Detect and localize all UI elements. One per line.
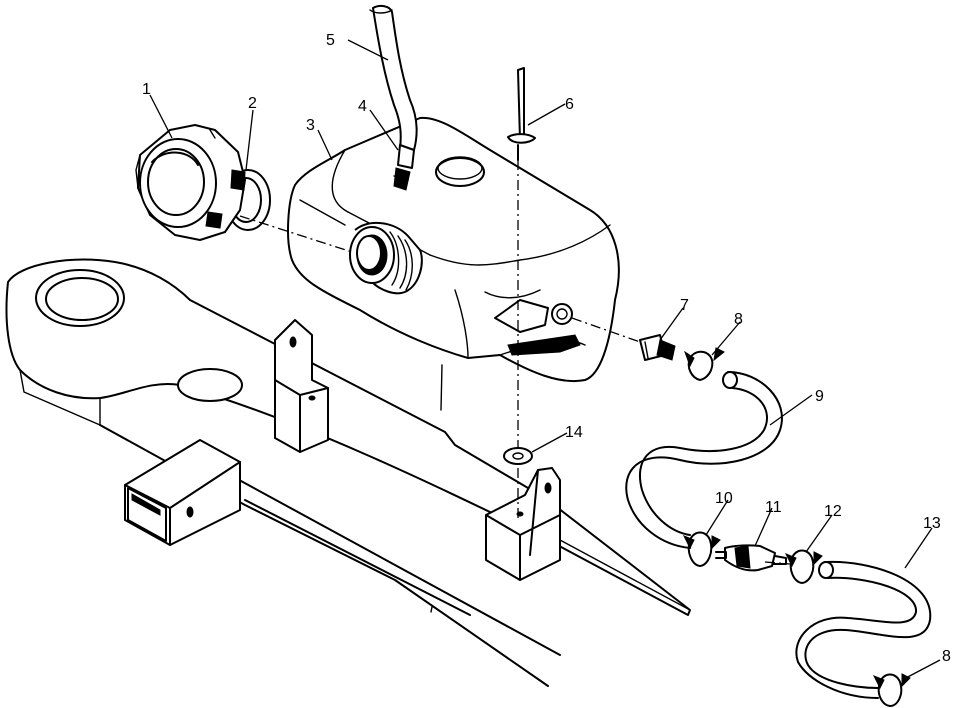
fuel-tank — [287, 116, 620, 382]
fuel-line-lower — [795, 560, 932, 699]
clamp-10 — [682, 531, 721, 567]
callout-7: 7 — [680, 297, 689, 314]
callout-2: 2 — [248, 95, 257, 112]
callout-5: 5 — [326, 32, 335, 49]
clamp-8-upper — [684, 347, 725, 381]
callout-12: 12 — [824, 503, 842, 520]
fuel-cap — [135, 124, 271, 241]
callout-11: 11 — [765, 499, 782, 516]
callout-8-lower: 8 — [942, 648, 951, 665]
callout-9: 9 — [815, 388, 824, 405]
callout-6: 6 — [565, 96, 574, 113]
callout-13: 13 — [923, 515, 941, 532]
clamp-12 — [784, 549, 823, 584]
callout-numbers: 1 2 3 4 5 6 7 8 9 10 11 12 13 14 8 — [142, 32, 951, 665]
vent-hose — [369, 4, 418, 151]
fuel-filter — [715, 544, 787, 572]
callout-4: 4 — [358, 98, 367, 115]
washer — [503, 447, 533, 465]
vent-fitting — [393, 144, 415, 191]
callout-14: 14 — [565, 424, 583, 441]
leader-lines — [149, 39, 941, 681]
callout-1: 1 — [142, 81, 151, 98]
callout-8-upper: 8 — [734, 311, 743, 328]
fuel-line-upper — [625, 371, 783, 549]
chassis-frame — [5, 258, 691, 687]
callout-3: 3 — [306, 117, 315, 134]
callout-10: 10 — [715, 490, 733, 507]
assembly-centerlines — [239, 160, 791, 565]
outlet-fitting — [639, 334, 676, 361]
fuel-gauge — [507, 67, 536, 161]
